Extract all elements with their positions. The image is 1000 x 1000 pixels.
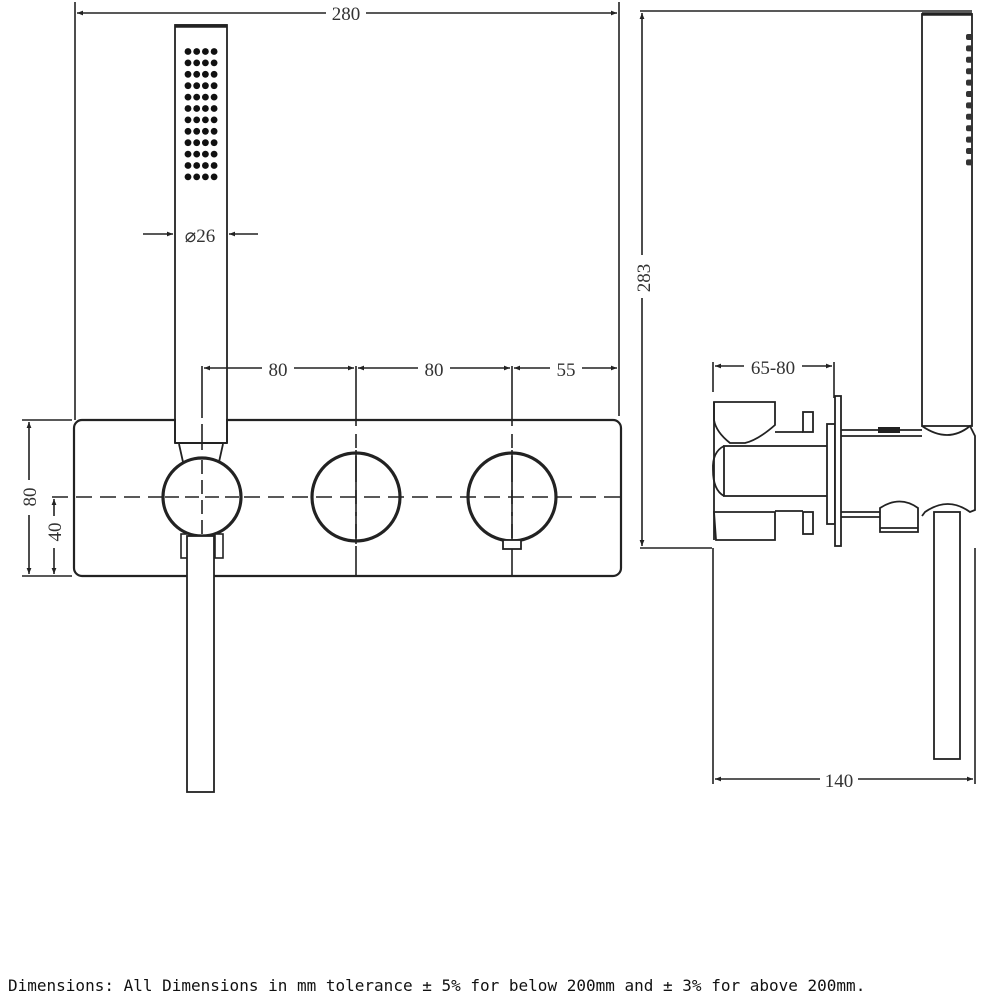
dim-label-40: 40 bbox=[45, 523, 66, 542]
dimension-wall-depth: 65-80 bbox=[712, 358, 835, 398]
front-view: 280 ⌀26 80 80 55 bbox=[20, 2, 623, 793]
dim-label-283: 283 bbox=[634, 264, 655, 293]
hand-shower-side bbox=[921, 12, 973, 427]
dimension-handshower-diameter: ⌀26 bbox=[143, 226, 258, 247]
dimension-handle-spacing: 80 80 55 bbox=[201, 360, 617, 575]
dim-label-80-a: 80 bbox=[269, 360, 288, 381]
dim-label-diameter-26: ⌀26 bbox=[185, 226, 215, 247]
dim-label-140: 140 bbox=[825, 771, 854, 792]
dimension-overall-width: 280 bbox=[74, 2, 620, 420]
nozzle-grid bbox=[184, 48, 218, 181]
dim-label-280: 280 bbox=[332, 4, 361, 25]
dimension-plate-height: 80 bbox=[20, 419, 72, 577]
dimension-projection: 140 bbox=[712, 548, 973, 792]
valve-body bbox=[712, 395, 842, 547]
dim-label-80-b: 80 bbox=[425, 360, 444, 381]
side-view: 283 65-80 bbox=[634, 10, 976, 792]
shower-hose bbox=[186, 535, 215, 793]
dim-label-80-height: 80 bbox=[20, 488, 41, 507]
dim-label-65-80: 65-80 bbox=[751, 358, 795, 379]
back-plate bbox=[72, 418, 623, 578]
tolerance-note: Dimensions: All Dimensions in mm toleran… bbox=[8, 976, 866, 995]
dimension-center-height: 40 bbox=[45, 499, 66, 574]
side-nozzles bbox=[966, 34, 973, 166]
dim-label-55: 55 bbox=[557, 360, 576, 381]
hand-shower-head bbox=[174, 24, 228, 444]
shower-holder-side bbox=[841, 424, 976, 784]
dimension-overall-height: 283 bbox=[634, 10, 972, 549]
